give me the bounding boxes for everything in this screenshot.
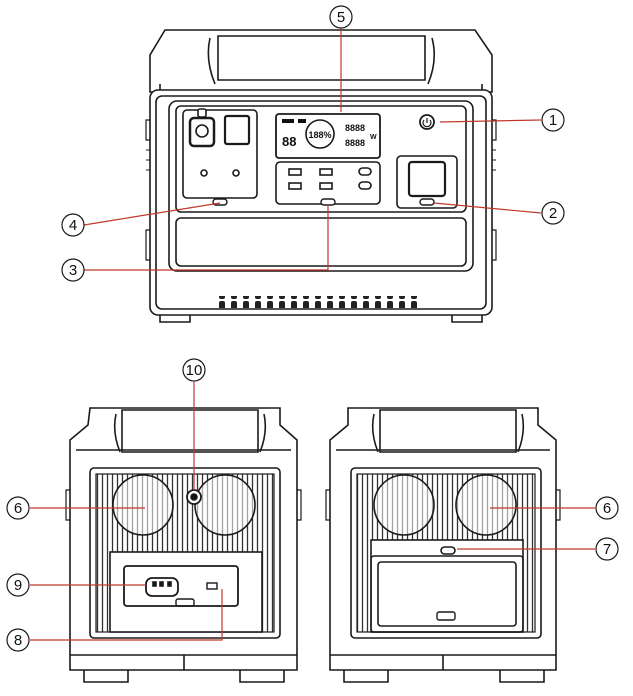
- callout-4-circle: [61, 213, 85, 237]
- callout-8-circle: [6, 628, 30, 652]
- callout-7-number: 7: [603, 541, 611, 558]
- front-bottom-vents: [217, 296, 422, 308]
- callout-3-circle: [61, 258, 85, 282]
- lcd-center-percent: 188%: [308, 130, 331, 140]
- main-power-button: [419, 114, 435, 130]
- callout-6b-circle: [595, 496, 619, 520]
- callout-markers: [6, 5, 619, 652]
- dc-outlet-module: [396, 155, 458, 209]
- usb-switch-button: [320, 198, 336, 206]
- callout-7-circle: [595, 537, 619, 561]
- callout-9-circle: [6, 573, 30, 597]
- callout-3-number: 3: [69, 262, 77, 279]
- left-side-view: [65, 407, 302, 683]
- callout-4-number: 4: [69, 217, 77, 234]
- callout-8-number: 8: [14, 632, 22, 649]
- ac-input-socket: [145, 577, 179, 597]
- callout-6a-circle: [6, 496, 30, 520]
- callout-6a-number: 6: [14, 500, 22, 517]
- callout-10-number: 10: [186, 362, 203, 379]
- callout-5-number: 5: [337, 9, 345, 26]
- leader-lines: [30, 28, 595, 641]
- front-view: [145, 29, 497, 323]
- callout-5-circle: [329, 5, 353, 29]
- right-side-view: [325, 407, 561, 683]
- callout-2-circle: [541, 201, 565, 225]
- lcd-screen: [275, 113, 381, 159]
- lcd-right-top-digits: 8888: [345, 123, 365, 133]
- lcd-left-digits: 88: [282, 134, 296, 149]
- callout-10-circle: [182, 358, 206, 382]
- callout-9-number: 9: [14, 577, 22, 594]
- lcd-readout: 88 188% 8888 8888 W: [282, 119, 377, 149]
- dc-input-port: [206, 582, 218, 590]
- ac-outlet-module: [182, 109, 258, 199]
- dc-switch-button: [419, 198, 435, 206]
- callout-6b-number: 6: [603, 500, 611, 517]
- callout-2-number: 2: [549, 205, 557, 222]
- compartment-latch: [440, 546, 456, 555]
- callout-1-circle: [541, 108, 565, 132]
- lcd-unit-w: W: [370, 134, 377, 141]
- lcd-right-bottom-digits: 8888: [345, 138, 365, 148]
- callout-numbers: 1 2 3 4 5 6 6 7 8 9 10: [14, 9, 611, 649]
- callout-1-number: 1: [549, 112, 557, 129]
